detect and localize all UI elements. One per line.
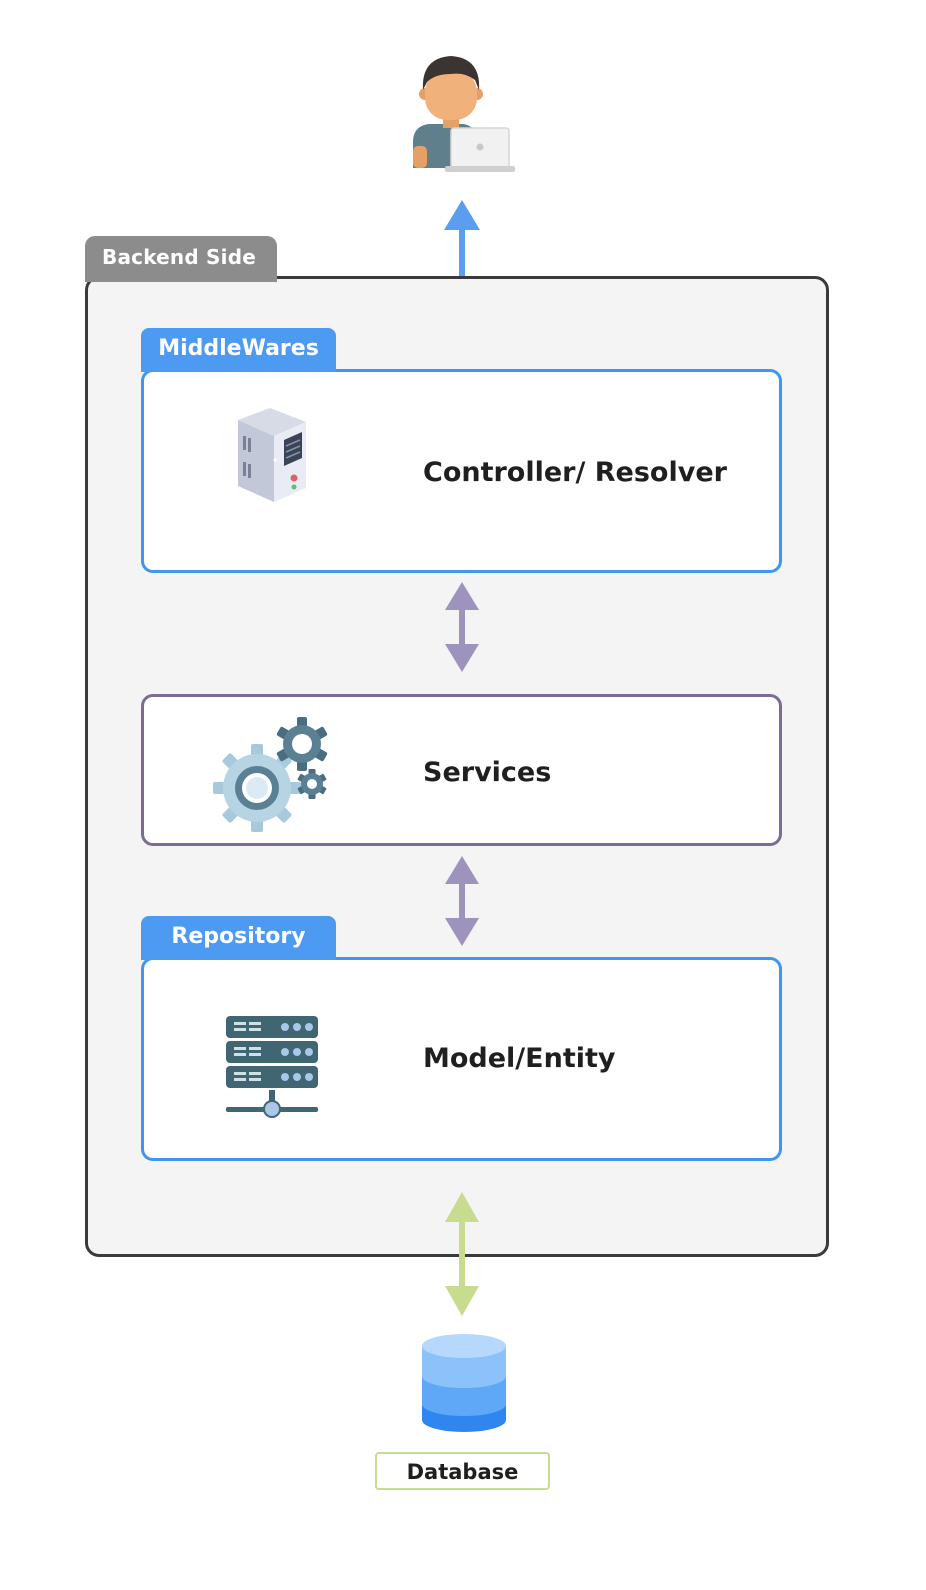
services-label: Services: [423, 757, 552, 788]
server-tower-icon: [238, 408, 306, 502]
server-rack-icon: [226, 1016, 318, 1118]
backend-side-tab: Backend Side: [85, 236, 277, 282]
gears-icon: [213, 717, 328, 832]
middlewares-tab: MiddleWares: [141, 328, 336, 372]
repository-label: Repository: [171, 924, 306, 949]
repository-tab: Repository: [141, 916, 336, 960]
services-repository-arrow: [445, 856, 479, 946]
user-laptop-icon: [413, 56, 515, 172]
middlewares-label: MiddleWares: [158, 336, 319, 361]
database-icon: [422, 1334, 506, 1432]
model-entity-label: Model/Entity: [423, 1043, 616, 1074]
repository-database-arrow: [445, 1192, 479, 1316]
backend-side-label: Backend Side: [102, 245, 256, 269]
controller-resolver-label: Controller/ Resolver: [423, 457, 727, 488]
controller-services-arrow: [445, 582, 479, 672]
database-label: Database: [406, 1460, 519, 1484]
database-label-box: Database: [375, 1452, 550, 1490]
